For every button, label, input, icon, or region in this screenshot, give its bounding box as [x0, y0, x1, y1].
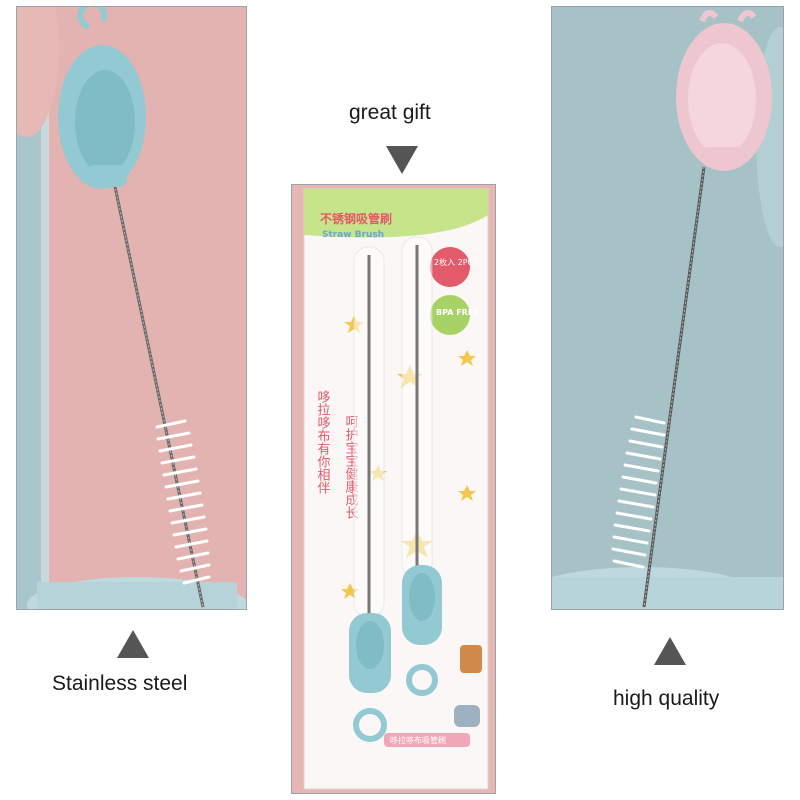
- blue-brush-closeup-image: [17, 7, 246, 609]
- badge-count: 2枚入 2PCS: [434, 257, 478, 267]
- arrow-up-icon: [117, 630, 149, 658]
- arrow-up-icon: [654, 637, 686, 665]
- blister-pack-image: 不锈钢吸管刷 Straw Brush 2枚入 2PCS BPA FREE 哆拉哆…: [292, 185, 495, 793]
- stainless-steel-caption: Stainless steel: [52, 672, 188, 695]
- package-title-cn: 不锈钢吸管刷: [320, 211, 392, 226]
- package-bottom-label: 哆拉哆布吸管刷: [390, 735, 446, 745]
- left-product-photo: [16, 6, 247, 610]
- packaged-product-photo: 不锈钢吸管刷 Straw Brush 2枚入 2PCS BPA FREE 哆拉哆…: [291, 184, 496, 794]
- slogan-column-1: 哆拉哆布有你相伴: [315, 390, 331, 494]
- pink-brush-closeup-image: [552, 7, 783, 609]
- arrow-down-icon: [386, 146, 418, 174]
- badge-bpa-free: BPA FREE: [436, 308, 479, 317]
- package-title-en: Straw Brush: [322, 230, 384, 240]
- high-quality-caption: high quality: [613, 687, 720, 710]
- right-product-photo: [551, 6, 784, 610]
- great-gift-caption: great gift: [349, 101, 431, 124]
